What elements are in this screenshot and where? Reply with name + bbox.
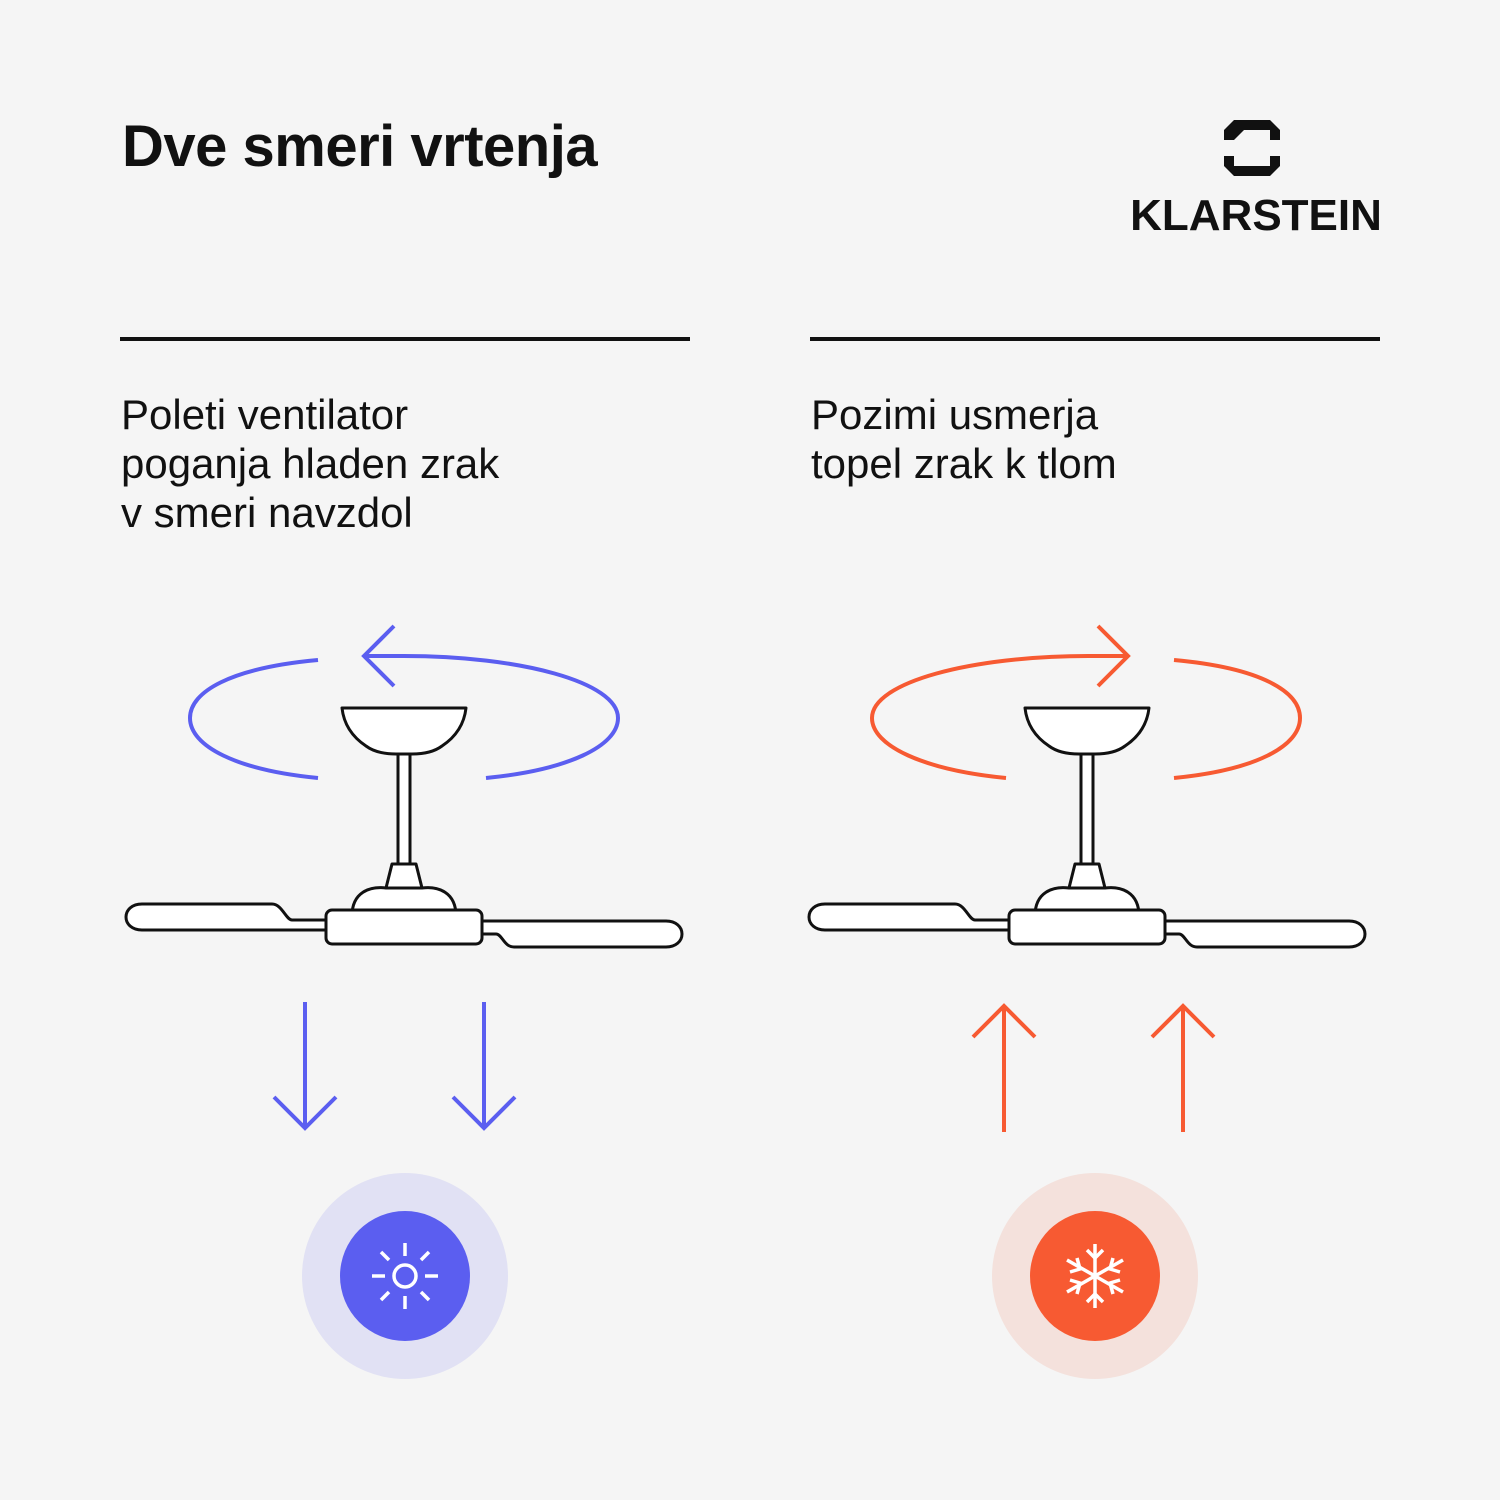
brand-logo: KLARSTEIN <box>1110 116 1400 246</box>
winter-ceiling-fan <box>807 706 1367 949</box>
divider-right <box>810 337 1380 341</box>
winter-mode-badge <box>992 1173 1198 1379</box>
divider-left <box>120 337 690 341</box>
winter-rotation-arrow <box>869 624 1303 780</box>
brand-name: KLARSTEIN <box>1130 191 1382 240</box>
sun-icon <box>372 1243 438 1309</box>
summer-description: Poleti ventilator poganja hladen zrak v … <box>121 390 681 537</box>
klarstein-octagon-logo-icon <box>1224 120 1280 176</box>
snowflake-icon <box>1066 1244 1124 1308</box>
winter-line-2: topel zrak k tlom <box>811 440 1117 487</box>
summer-line-1: Poleti ventilator <box>121 391 409 438</box>
summer-airflow-down-arrows <box>272 1002 517 1131</box>
summer-line-2: poganja hladen zrak <box>121 440 500 487</box>
winter-description: Pozimi usmerja topel zrak k tlom <box>811 390 1371 488</box>
summer-ceiling-fan <box>124 706 684 949</box>
summer-rotation-arrow <box>187 624 621 780</box>
page-title: Dve smeri vrtenja <box>122 114 598 179</box>
summer-mode-badge <box>302 1173 508 1379</box>
summer-line-3: v smeri navzdol <box>121 489 413 536</box>
winter-line-1: Pozimi usmerja <box>811 391 1099 438</box>
winter-airflow-up-arrows <box>971 1003 1216 1132</box>
